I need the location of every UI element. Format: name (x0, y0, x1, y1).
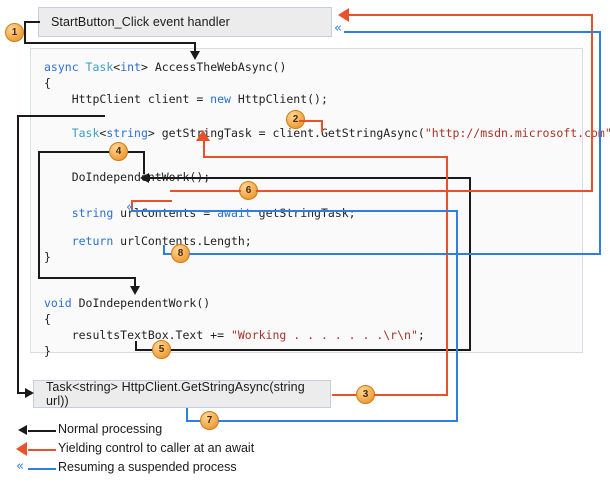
step-badge-1: 1 (5, 23, 24, 42)
flow-1-seg-d (194, 42, 196, 53)
code-line-3: HttpClient client = new HttpClient(); (44, 92, 328, 106)
step-badge-5: 5 (152, 340, 171, 359)
flow-4-seg-b (143, 151, 145, 174)
flow-7-seg-b (186, 420, 203, 422)
legend-label-resume: Resuming a suspended process (58, 460, 237, 474)
flow-1-seg-b (24, 21, 26, 42)
flow-api-arrowhead (25, 388, 34, 398)
legend-arrow-yield-icon (16, 442, 27, 456)
flow-7-seg-d (456, 210, 458, 422)
flow-5-seg-d (148, 177, 471, 179)
code-line-9: void DoIndependentWork() (44, 296, 211, 310)
legend-item-yield: Yielding control to caller at an await (10, 440, 430, 459)
legend-item-normal: Normal processing (10, 421, 430, 440)
flow-2-seg-a (203, 156, 446, 158)
code-line-8: } (44, 250, 51, 264)
flow-8-seg-d (599, 31, 601, 255)
flow-1-arrowhead (190, 51, 200, 60)
flow-6-seg-f (349, 14, 593, 16)
flow-3-seg-c (446, 156, 448, 396)
flow-1-seg-a (24, 21, 40, 23)
flow-5-seg-b (135, 341, 137, 351)
code-line-7: return urlContents.Length; (71, 234, 252, 248)
flow-7-seg-c (218, 420, 458, 422)
flow-5-seg-a (135, 349, 471, 351)
flow-6-seg-c (170, 190, 241, 192)
code-line-4: Task<string> getStringTask = client.GetS… (71, 126, 610, 140)
flow-2-tick-a (299, 120, 323, 122)
flow-4-seg-c (38, 151, 40, 277)
legend-line-resume (28, 468, 56, 470)
flow-7-seg-e (131, 210, 458, 212)
flow-6-arrowhead (338, 8, 349, 22)
flow-6-seg-e (591, 14, 593, 192)
api-method-label: Task<string> HttpClient.GetStringAsync(s… (46, 380, 305, 408)
flow-2-tick-b (321, 120, 323, 132)
code-line-6: string urlContents = await getStringTask… (71, 206, 356, 220)
step-badge-2: 2 (286, 110, 305, 129)
flow-7-seg-a (186, 408, 188, 422)
legend-item-resume: « Resuming a suspended process (10, 459, 430, 478)
step-badge-8: 8 (171, 244, 190, 263)
flow-5-seg-c (469, 177, 471, 351)
code-line-1: async Task<int> AccessTheWebAsync() (44, 60, 287, 74)
flow-8-seg-e (344, 31, 601, 33)
flow-8-chevron-icon: « (334, 21, 342, 36)
legend-line-yield (28, 449, 56, 451)
flow-3-seg-a (332, 394, 358, 396)
flow-6-seg-d (256, 190, 593, 192)
legend-label-normal: Normal processing (58, 422, 163, 436)
flow-6-seg-b (131, 200, 172, 202)
code-line-2: { (44, 76, 51, 90)
step-badge-4: 4 (109, 142, 128, 161)
api-method-box: Task<string> HttpClient.GetStringAsync(s… (33, 380, 331, 408)
legend-line-normal (28, 430, 56, 432)
flow-left-spine-bottom (17, 392, 27, 394)
flow-left-spine-top (17, 115, 105, 117)
flow-3-seg-b (374, 394, 448, 396)
flow-2-seg-b (203, 141, 205, 158)
flow-8-seg-a (163, 245, 165, 255)
code-line-11: resultsTextBox.Text += "Working . . . . … (44, 328, 425, 342)
event-handler-label: StartButton_Click event handler (51, 15, 230, 29)
code-line-12: } (44, 344, 51, 358)
flow-5-arrowhead (140, 173, 149, 183)
flow-4-seg-e (134, 277, 136, 288)
flow-left-spine (17, 115, 19, 392)
event-handler-box: StartButton_Click event handler (38, 7, 332, 37)
flow-6-seg-a (131, 200, 133, 210)
flow-2-arrowhead (196, 130, 210, 141)
flow-1-seg-c (24, 42, 196, 44)
legend-chevron-resume-icon: « (16, 459, 24, 474)
code-line-10: { (44, 312, 51, 326)
flow-4-arrowhead (130, 286, 140, 295)
code-panel (30, 48, 583, 353)
flow-4-seg-a (38, 151, 145, 153)
flow-8-seg-b (163, 253, 173, 255)
flow-7-chevron-icon: « (126, 200, 134, 215)
legend-label-yield: Yielding control to caller at an await (58, 441, 255, 455)
step-badge-7: 7 (200, 411, 219, 430)
legend-arrow-normal-icon (18, 425, 27, 435)
flow-4-seg-d (38, 277, 136, 279)
step-badge-3: 3 (356, 385, 375, 404)
legend: Normal processing Yielding control to ca… (10, 421, 430, 478)
flow-8-seg-c (189, 253, 601, 255)
